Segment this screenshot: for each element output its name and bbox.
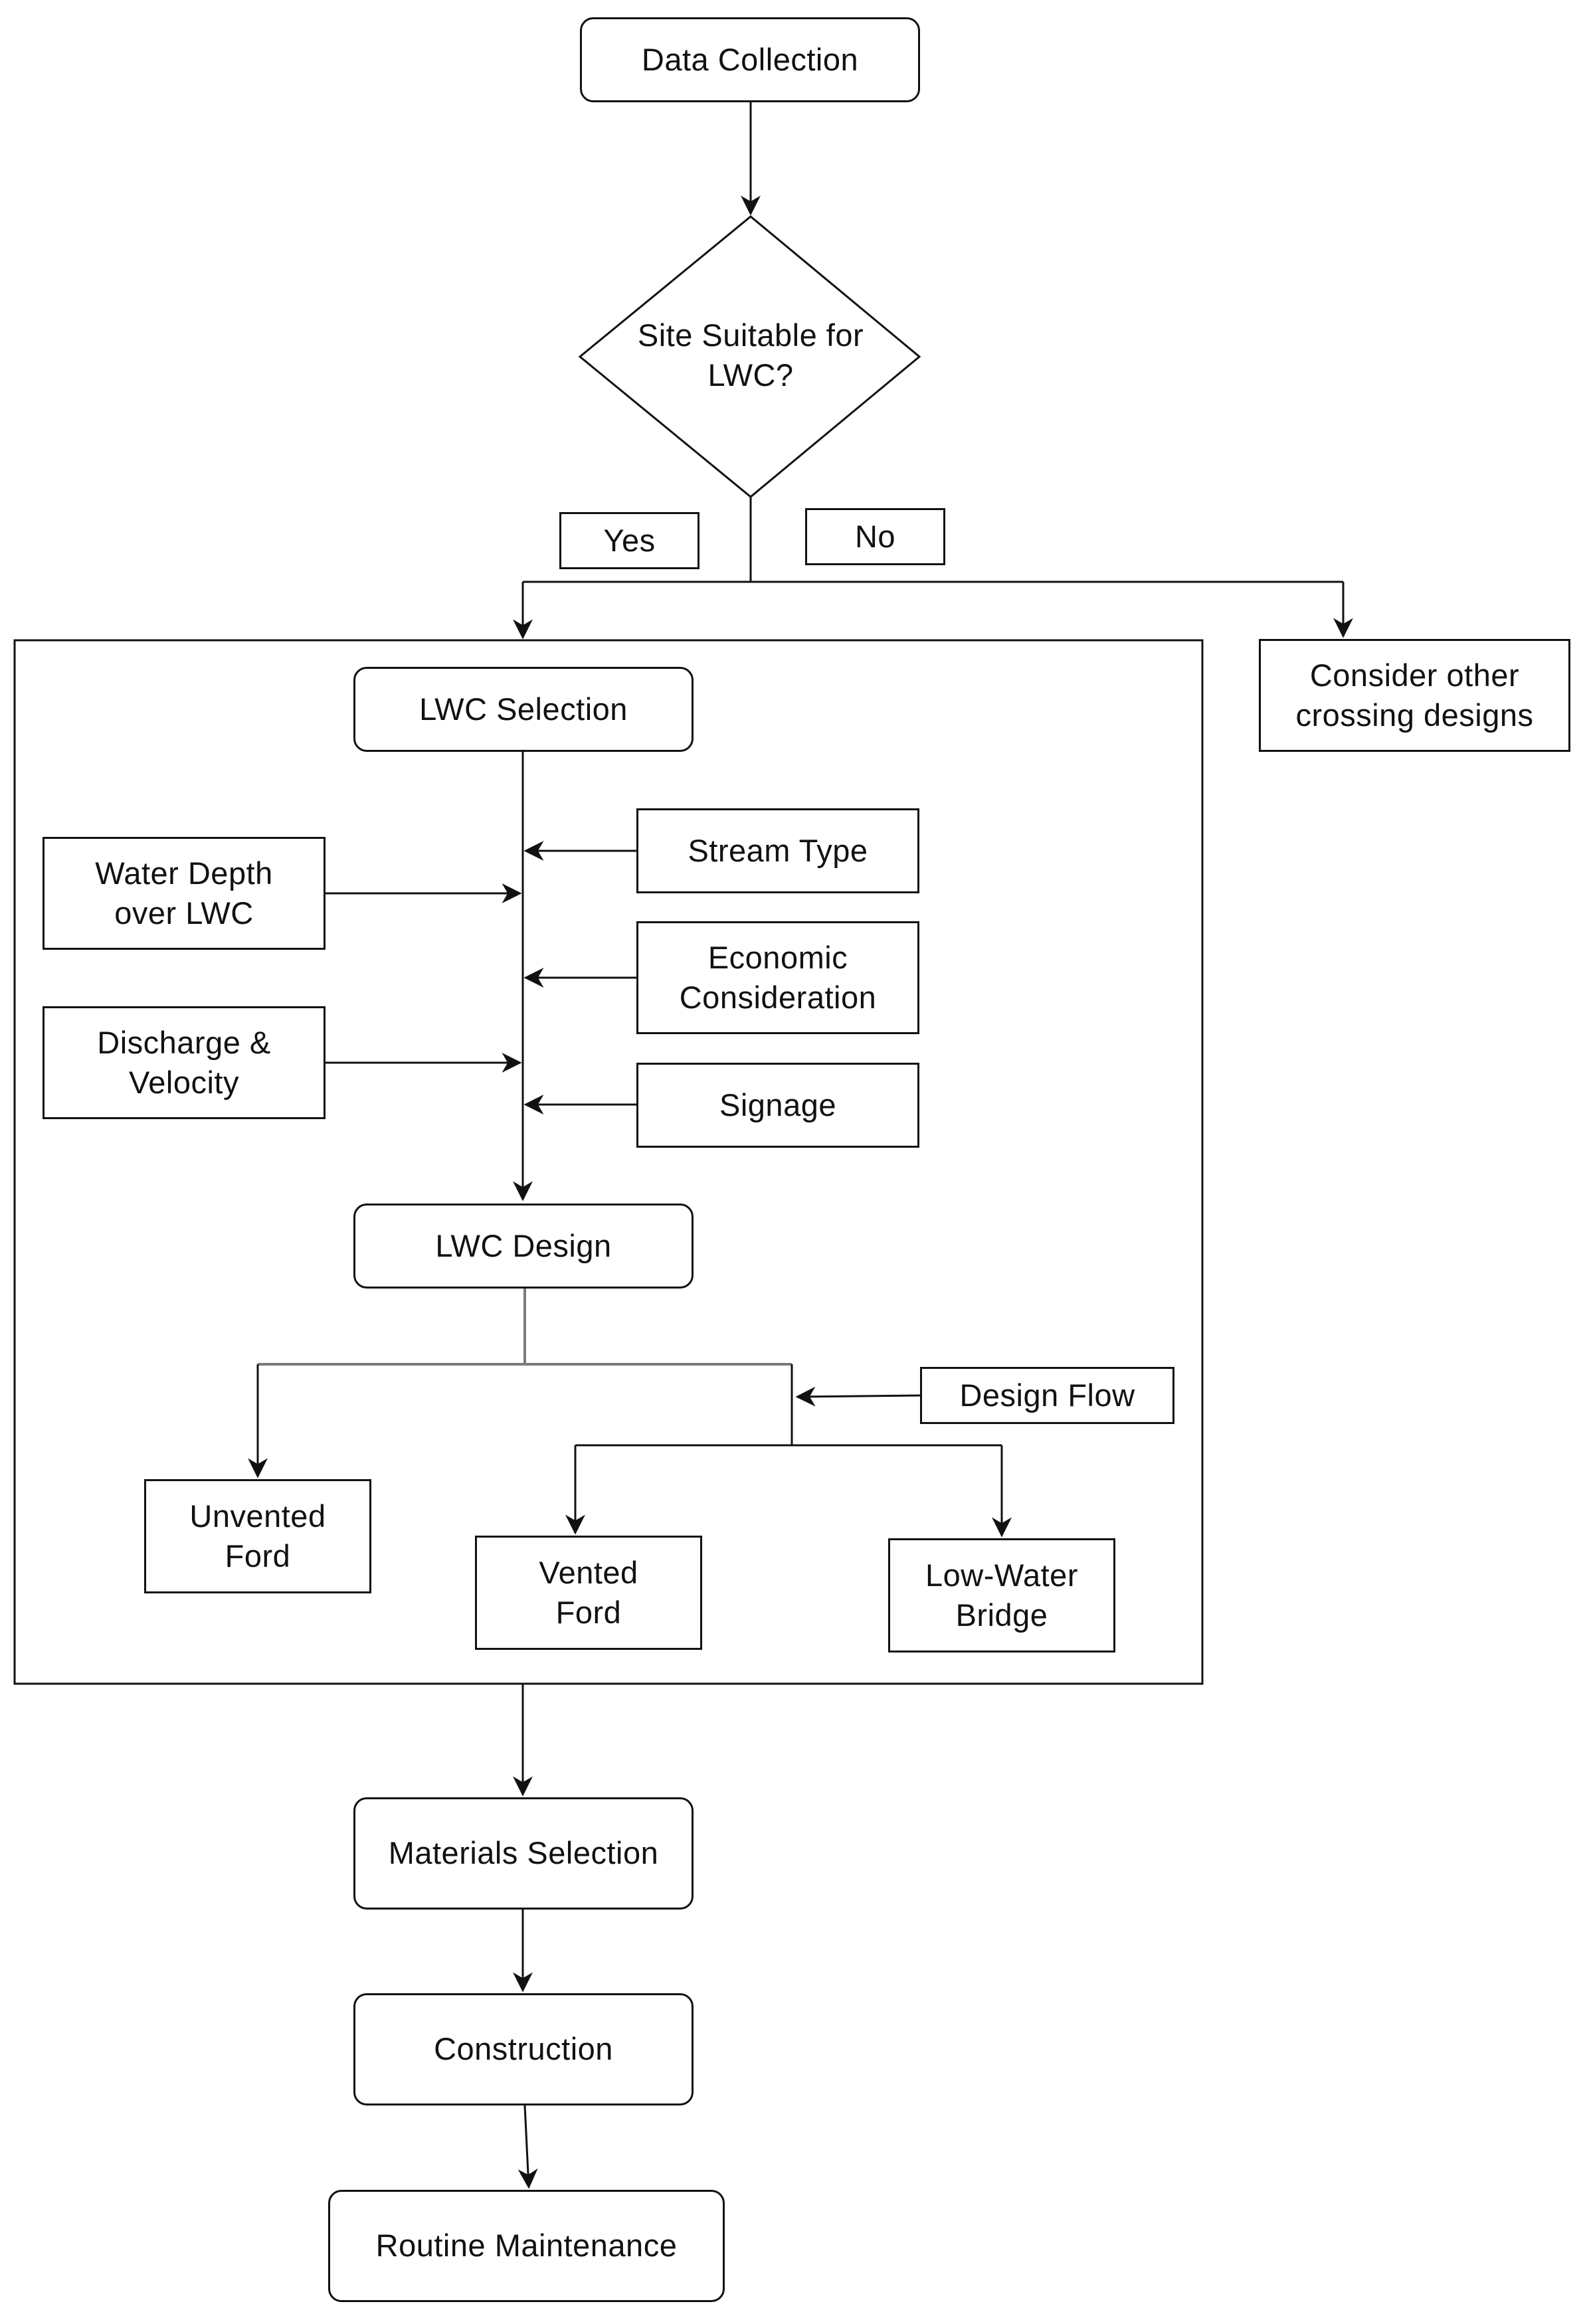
routine-maintenance-node: Routine Maintenance <box>328 2190 725 2302</box>
arrow-design-flow <box>795 1386 921 1407</box>
consider-other-designs-node: Consider other crossing designs <box>1259 639 1570 752</box>
unvented-ford-node: Unvented Ford <box>144 1479 371 1593</box>
water-depth-node: Water Depth over LWC <box>43 837 326 950</box>
economic-consideration-node: Economic Consideration <box>636 921 919 1034</box>
stream-type-node: Stream Type <box>636 808 919 893</box>
vented-ford-node: Vented Ford <box>475 1536 702 1650</box>
low-water-bridge-node: Low-Water Bridge <box>888 1538 1115 1653</box>
signage-node: Signage <box>636 1063 919 1148</box>
lwc-design-node: LWC Design <box>353 1204 694 1289</box>
discharge-velocity-node: Discharge & Velocity <box>43 1006 326 1119</box>
arrow-to-maintenance <box>517 2105 538 2189</box>
data-collection-node: Data Collection <box>580 17 920 102</box>
construction-node: Construction <box>353 1993 694 2105</box>
lwc-selection-node: LWC Selection <box>353 667 694 752</box>
yes-label: Yes <box>559 512 699 569</box>
lwc-process-container <box>13 639 1204 1685</box>
no-label: No <box>805 508 945 565</box>
design-flow-node: Design Flow <box>920 1367 1174 1424</box>
materials-selection-node: Materials Selection <box>353 1797 694 1910</box>
site-suitable-question: Site Suitable for LWC? <box>637 317 864 393</box>
